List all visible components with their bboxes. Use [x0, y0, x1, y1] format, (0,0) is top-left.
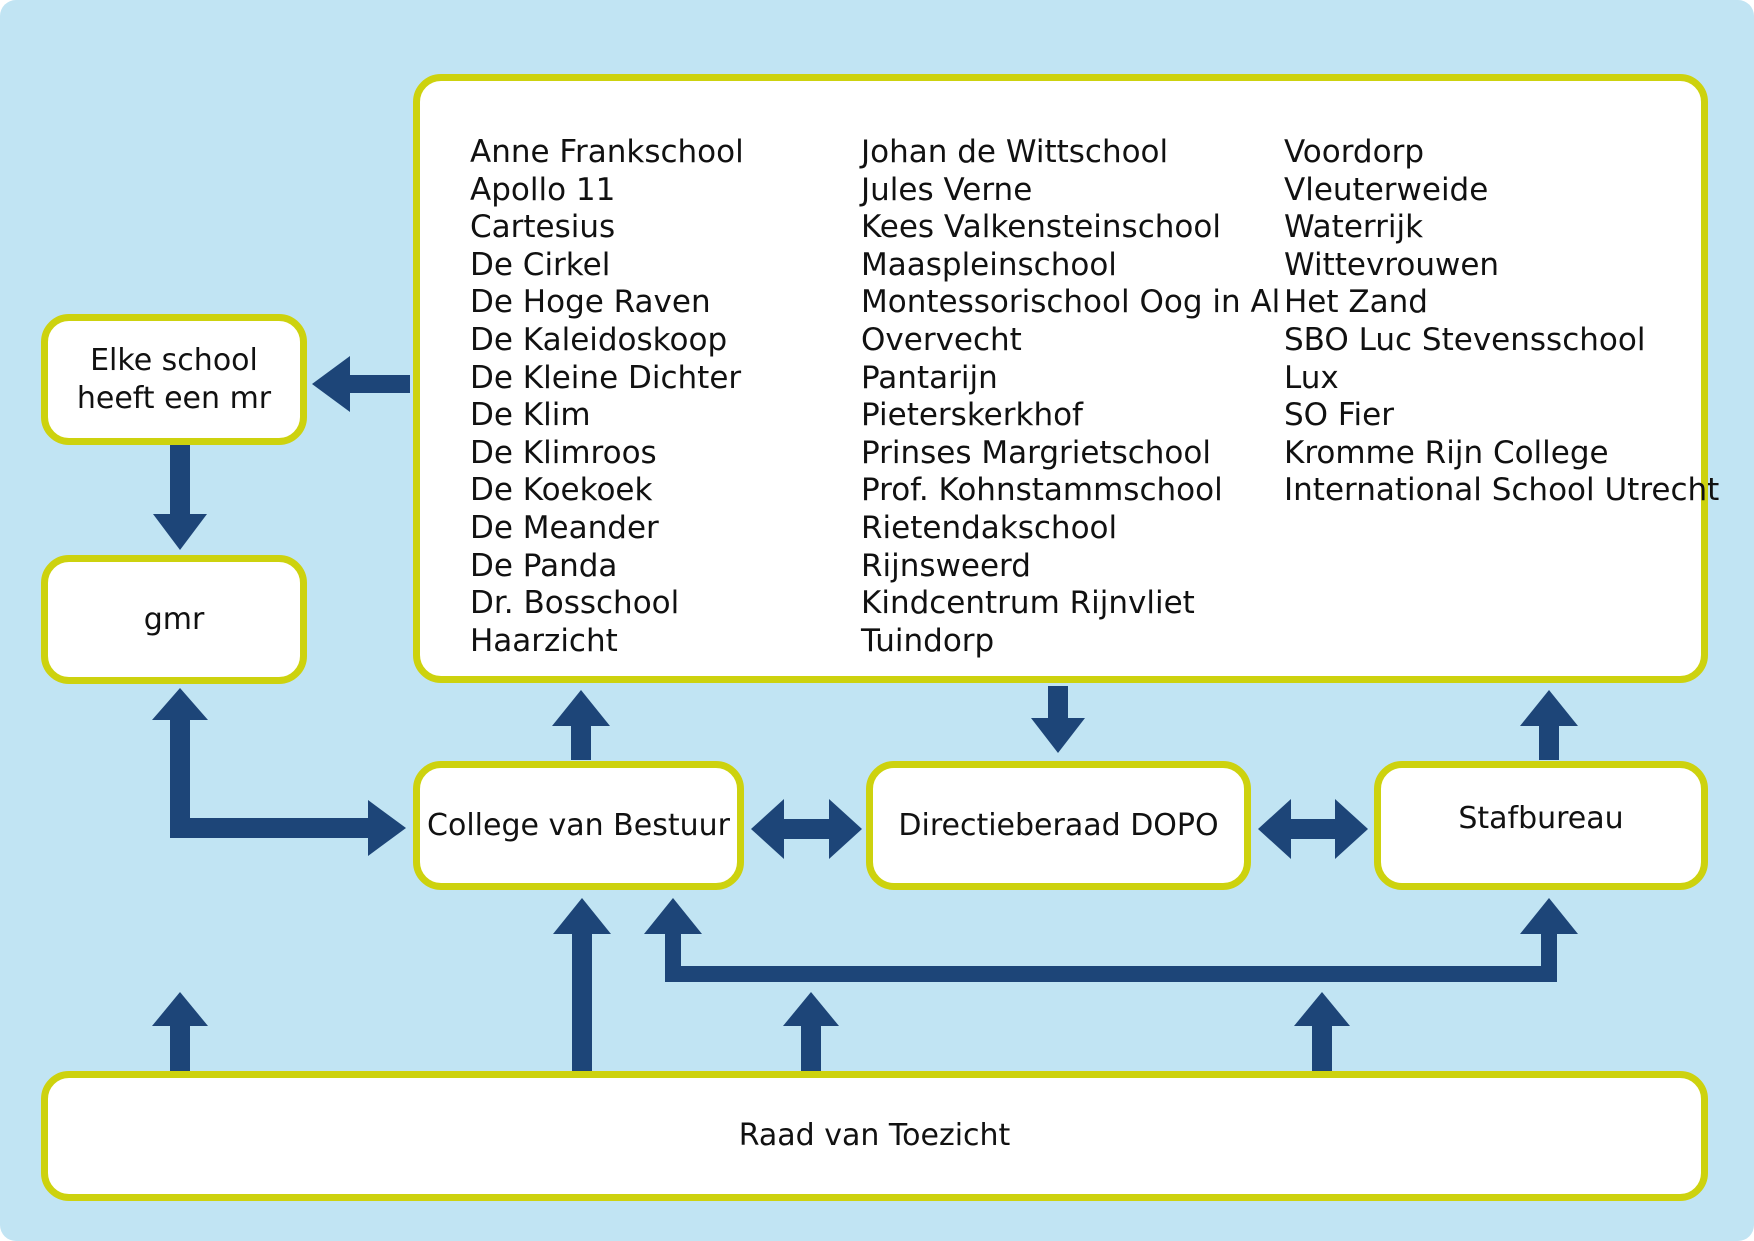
- school-item: De Kaleidoskoop: [470, 321, 728, 358]
- school-item: SBO Luc Stevensschool: [1284, 321, 1646, 358]
- arrow-raad-to-college: [553, 898, 611, 1074]
- arrow-dopo-stafbureau: [1258, 799, 1368, 859]
- school-item: Lux: [1284, 359, 1339, 396]
- school-item: International School Utrecht: [1284, 472, 1720, 509]
- school-item: Kindcentrum Rijnvliet: [861, 585, 1195, 622]
- school-item: Voordorp: [1284, 134, 1424, 170]
- school-item: Haarzicht: [470, 622, 618, 659]
- schools-box: Anne Frankschool Apollo 11 Cartesius De …: [413, 74, 1719, 683]
- school-item: Rijnsweerd: [861, 547, 1031, 584]
- mr-label: Elke school heeft een mr: [77, 342, 271, 418]
- arrow-raad-to-college-stafbureau: [644, 898, 1578, 1072]
- school-item: De Klim: [470, 397, 591, 434]
- school-item: De Klimroos: [470, 434, 657, 471]
- school-list-column-3: Voordorp Vleuterweide Waterrijk Wittevro…: [1284, 134, 1719, 510]
- directieberaad-dopo-label: Directieberaad DOPO: [898, 807, 1219, 843]
- school-item: Wittevrouwen: [1284, 246, 1500, 283]
- college-van-bestuur-label: College van Bestuur: [427, 807, 730, 843]
- school-item: Montessorischool Oog in Al: [861, 284, 1281, 321]
- stafbureau-label: Stafbureau: [1458, 800, 1624, 836]
- school-item: Prinses Margrietschool: [861, 434, 1211, 471]
- school-list-column-2: Johan de Wittschool Jules Verne Kees Val…: [861, 134, 1280, 660]
- school-item: Pantarijn: [861, 359, 998, 396]
- raad-van-toezicht-label: Raad van Toezicht: [738, 1118, 1011, 1153]
- school-item: Tuindorp: [861, 622, 995, 659]
- arrow-raad-to-gmr: [152, 992, 208, 1072]
- school-item: Prof. Kohnstammschool: [861, 472, 1223, 509]
- mr-box: Elke school heeft een mr: [41, 314, 307, 445]
- arrow-schools-to-mr: [312, 356, 410, 412]
- arrow-college-to-schools: [552, 690, 610, 760]
- school-item: Apollo 11: [470, 171, 616, 208]
- school-item: Waterrijk: [1284, 209, 1424, 246]
- school-item: De Panda: [470, 547, 618, 584]
- gmr-label: gmr: [143, 601, 205, 637]
- arrow-gmr-to-college: [152, 688, 406, 856]
- directieberaad-dopo-box: Directieberaad DOPO: [866, 761, 1251, 890]
- school-item: Anne Frankschool: [470, 134, 744, 170]
- school-item: Kromme Rijn College: [1284, 434, 1609, 471]
- school-list-column-1: Anne Frankschool Apollo 11 Cartesius De …: [470, 134, 744, 660]
- school-item: Het Zand: [1284, 284, 1428, 321]
- school-item: Kees Valkensteinschool: [861, 209, 1221, 246]
- stafbureau-box: Stafbureau: [1374, 761, 1708, 890]
- mr-label-line-2: heeft een mr: [76, 380, 272, 416]
- gmr-box: gmr: [41, 555, 307, 684]
- school-item: SO Fier: [1284, 397, 1394, 434]
- school-item: Pieterskerkhof: [861, 397, 1083, 434]
- school-item: Maaspleinschool: [861, 246, 1117, 283]
- school-item: Jules Verne: [861, 171, 1033, 208]
- arrow-stafbureau-to-schools: [1520, 690, 1578, 760]
- school-item: Vleuterweide: [1284, 171, 1489, 208]
- arrow-mr-to-gmr: [153, 444, 207, 550]
- school-item: De Hoge Raven: [470, 284, 711, 321]
- school-item: Dr. Bosschool: [470, 585, 680, 622]
- raad-van-toezicht-box: Raad van Toezicht: [41, 1071, 1708, 1201]
- school-item: De Cirkel: [470, 246, 611, 283]
- mr-label-line-1: Elke school: [90, 342, 258, 378]
- school-item: De Meander: [470, 509, 659, 546]
- school-item: Cartesius: [470, 209, 616, 246]
- arrow-schools-to-dopo: [1031, 686, 1085, 753]
- school-item: De Kleine Dichter: [470, 359, 742, 396]
- college-van-bestuur-box: College van Bestuur: [413, 761, 744, 890]
- school-item: Overvecht: [861, 321, 1022, 358]
- arrow-college-dopo: [751, 799, 862, 859]
- school-item: Rietendakschool: [861, 509, 1118, 546]
- school-item: Johan de Wittschool: [861, 134, 1169, 170]
- school-item: De Koekoek: [470, 472, 653, 509]
